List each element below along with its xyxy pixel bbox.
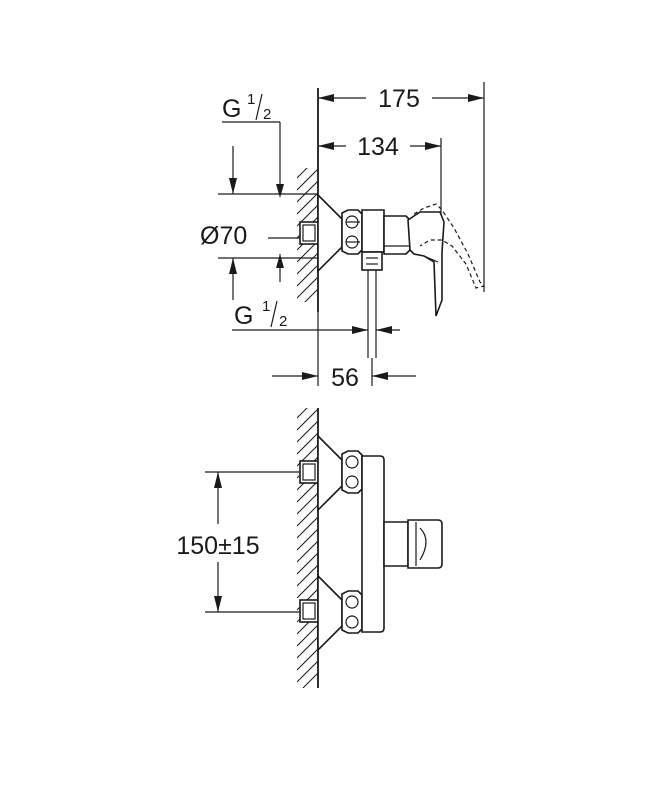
rosette-upper: [317, 434, 343, 512]
svg-text:G: G: [222, 95, 241, 123]
dim-width-handle: 134: [357, 133, 399, 161]
mixer-body-front: [361, 455, 385, 633]
front-view: 150±15: [176, 408, 443, 688]
outlet-fitting: [361, 251, 383, 271]
cartridge-housing-front: [383, 521, 409, 567]
mixer-body-side: [361, 209, 385, 253]
connection-nut: [341, 209, 363, 255]
svg-text:G: G: [234, 302, 253, 330]
nut-upper: [341, 450, 363, 494]
label-thread-top: G 1 2: [222, 91, 271, 123]
svg-text:2: 2: [279, 313, 287, 330]
dim-rosette-diameter: Ø70: [200, 222, 247, 250]
svg-text:1: 1: [262, 298, 270, 315]
dim-center-distance: 150±15: [176, 532, 259, 560]
nut-lower: [341, 590, 363, 634]
dim-outlet-offset: 56: [331, 364, 359, 392]
lever-handle-side: [407, 211, 445, 317]
dim-width-total: 175: [378, 85, 420, 113]
svg-text:2: 2: [263, 106, 271, 123]
label-thread-bottom: G 1 2: [234, 298, 287, 330]
rosette-lower: [317, 574, 343, 652]
svg-text:1: 1: [247, 91, 255, 108]
rosette-cone: [317, 193, 343, 273]
side-view: 175 134 G 1 2 Ø70 G 1: [200, 82, 486, 392]
wall-hatching-bottom: [297, 408, 318, 688]
lever-handle-front: [407, 519, 443, 569]
cartridge-housing-side: [383, 215, 411, 255]
